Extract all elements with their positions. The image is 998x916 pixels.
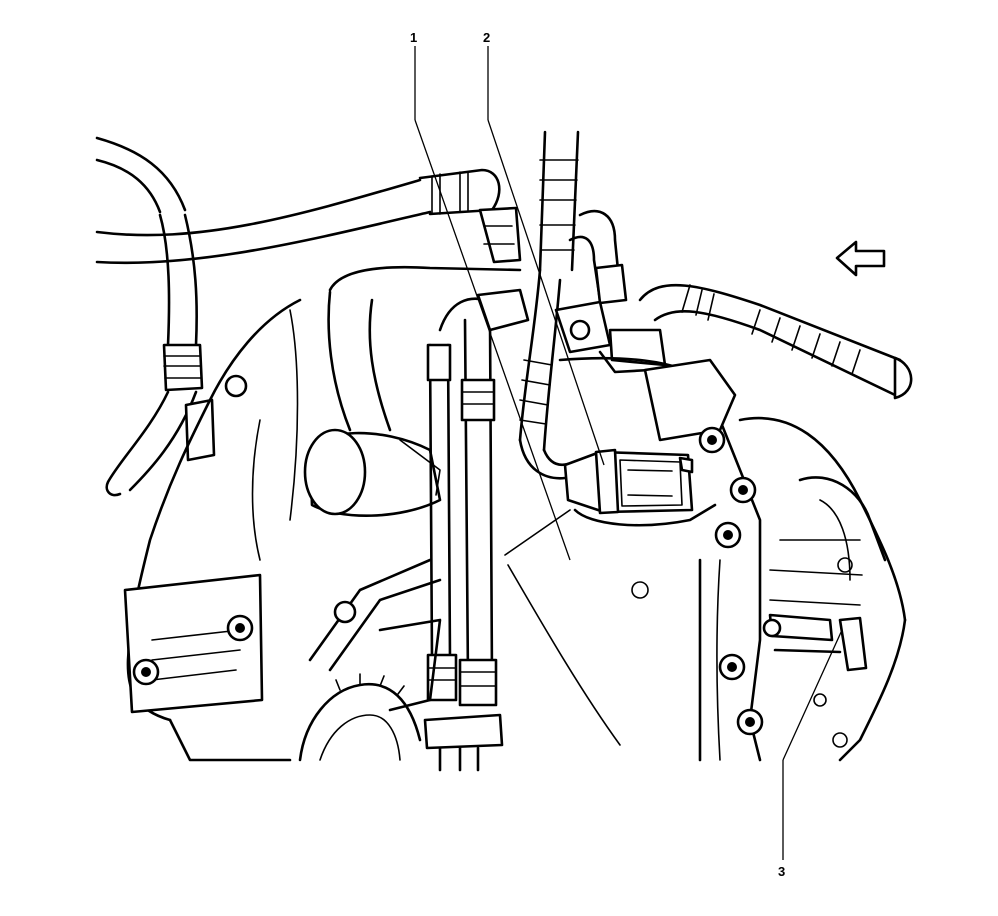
- inlet-pipe: [303, 265, 522, 517]
- section-lines: [504, 509, 621, 746]
- callout-label-2: 2: [483, 30, 490, 45]
- view-direction-arrow-icon: [835, 240, 886, 277]
- right-harness: [638, 283, 913, 400]
- differential-housing: [738, 416, 907, 762]
- callout-3-leader-diag: [782, 629, 843, 761]
- upper-coolant-hose: [95, 136, 522, 265]
- transmission-case: [558, 356, 764, 762]
- callout-label-1: 1: [410, 30, 417, 45]
- wiring-harness: [518, 130, 628, 480]
- flywheel: [298, 558, 442, 762]
- callout-2-leader-diag: [487, 119, 605, 466]
- callout-1-leader-diag: [414, 119, 571, 561]
- transmission-housing-left: [123, 298, 302, 762]
- harness-bracket: [554, 300, 667, 374]
- sensor-stud: [762, 613, 868, 672]
- left-coolant-hose: [105, 213, 216, 497]
- callout-label-3: 3: [778, 864, 785, 879]
- electrical-connector: [563, 448, 694, 515]
- fluid-lines: [423, 288, 530, 772]
